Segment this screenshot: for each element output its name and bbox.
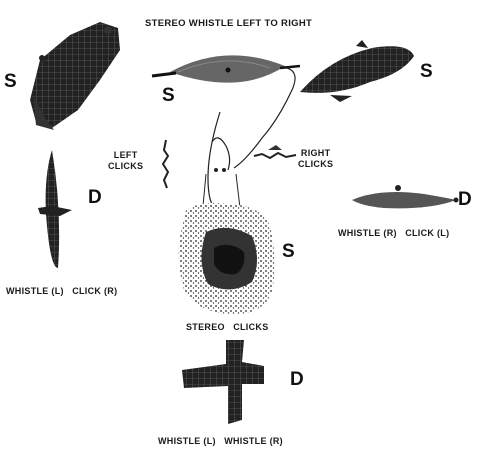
letter-left: D [88,187,102,208]
scatter-left [38,150,72,268]
scatter-right [352,185,459,209]
right-clicks-line1: RIGHT [300,148,331,158]
letter-bottom: D [290,369,304,390]
connector-line [202,67,296,209]
right-clicks-line2: CLICKS [298,159,334,169]
right-clicks-label: RIGHT CLICKS [298,148,333,170]
left-panel-caption: WHISTLE (L) CLICK (R) [6,286,118,296]
right-panel-caption: WHISTLE (R) CLICK (L) [338,228,450,238]
letter-top-center: S [162,85,175,106]
left-clicks-line1: LEFT [113,150,138,160]
letter-right: D [458,189,472,210]
scatter-top-right [300,40,414,102]
left-clicks-line2: CLICKS [108,161,144,171]
scatter-center [178,202,275,315]
center-caption: STEREO CLICKS [186,322,269,332]
letter-top-right: S [420,61,433,82]
bottom-caption: WHISTLE (L) WHISTLE (R) [158,436,283,446]
scatter-top-left [30,22,120,130]
left-clicks-label: LEFT CLICKS [108,150,143,172]
scatter-bottom [182,340,264,424]
scatter-top-center [151,55,301,83]
left-clicks-trace [161,139,170,189]
letter-top-left: S [4,71,17,92]
letter-center: S [282,241,295,262]
right-clicks-trace [253,145,297,160]
diagram-title: STEREO WHISTLE LEFT TO RIGHT [145,18,313,29]
